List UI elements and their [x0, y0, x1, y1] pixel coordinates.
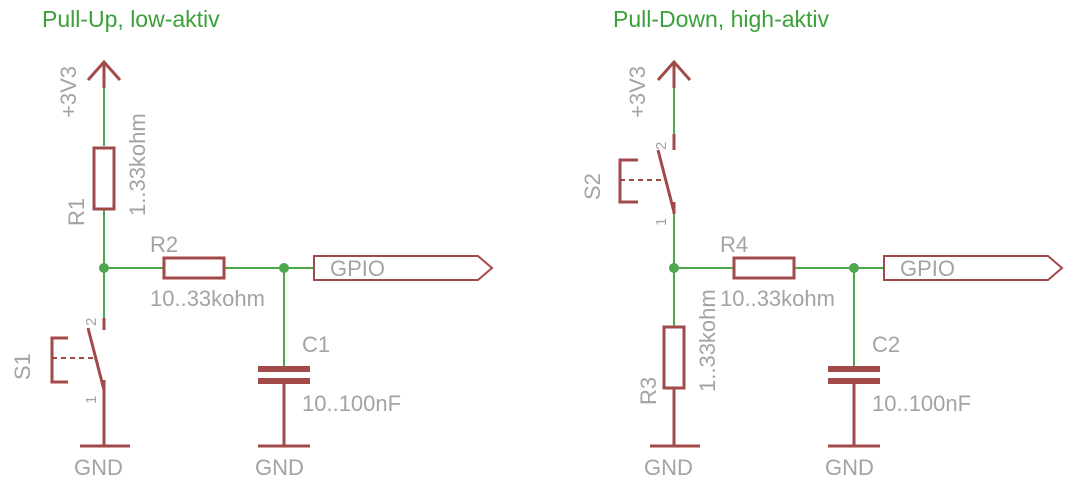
pull-up-circuit: Pull-Up, low-aktiv +3V3 R1 1..33kohm R2 … [10, 6, 494, 480]
supply-label-right: +3V3 [625, 66, 650, 118]
gpio-flag-right [883, 255, 1064, 281]
pull-down-title: Pull-Down, high-aktiv [613, 6, 830, 32]
resistor-r3 [662, 325, 686, 390]
r1-value: 1..33kohm [125, 113, 150, 216]
c2-name: C2 [872, 332, 900, 357]
junction-right-2 [849, 263, 859, 273]
resistor-r4 [732, 256, 796, 280]
s1-name: S1 [10, 353, 35, 380]
capacitor-c2-plate-bottom [828, 378, 880, 384]
capacitor-c2-plate-top [828, 366, 880, 372]
c2-value: 10..100nF [872, 391, 971, 416]
r4-name: R4 [720, 232, 748, 257]
gnd-label-right-1: GND [644, 455, 693, 480]
switch-s2 [618, 134, 676, 214]
s2-name: S2 [580, 173, 605, 200]
capacitor-c1-plate-top [258, 366, 310, 372]
s1-pin-2: 2 [83, 318, 100, 326]
gpio-label-right: GPIO [900, 256, 955, 281]
gnd-label-left-2: GND [255, 455, 304, 480]
r2-name: R2 [150, 232, 178, 257]
pull-down-circuit: Pull-Down, high-aktiv +3V3 2 1 S2 R4 10.… [580, 6, 1064, 480]
resistor-r2 [162, 256, 226, 280]
resistor-r1 [92, 146, 116, 211]
r2-value: 10..33kohm [150, 286, 265, 311]
c1-name: C1 [302, 332, 330, 357]
capacitor-c1-plate-bottom [258, 378, 310, 384]
junction-left-2 [279, 263, 289, 273]
switch-s1 [50, 318, 106, 446]
r3-name: R3 [636, 377, 661, 405]
supply-symbol-right [656, 59, 692, 88]
junction-left-1 [99, 263, 109, 273]
supply-label-left: +3V3 [56, 66, 81, 118]
gnd-label-right-2: GND [825, 455, 874, 480]
junction-right-1 [669, 263, 679, 273]
r3-value: 1..33kohm [695, 289, 720, 392]
c1-value: 10..100nF [302, 391, 401, 416]
s1-pin-1: 1 [83, 396, 100, 404]
r4-value: 10..33kohm [720, 286, 835, 311]
s2-pin-2: 2 [653, 142, 670, 150]
gpio-label-left: GPIO [330, 256, 385, 281]
r1-name: R1 [64, 198, 89, 226]
gpio-flag-left [313, 255, 494, 281]
s2-pin-1: 1 [653, 218, 670, 226]
gnd-label-left-1: GND [74, 455, 123, 480]
pull-up-title: Pull-Up, low-aktiv [42, 6, 220, 32]
supply-symbol-left [86, 59, 122, 88]
